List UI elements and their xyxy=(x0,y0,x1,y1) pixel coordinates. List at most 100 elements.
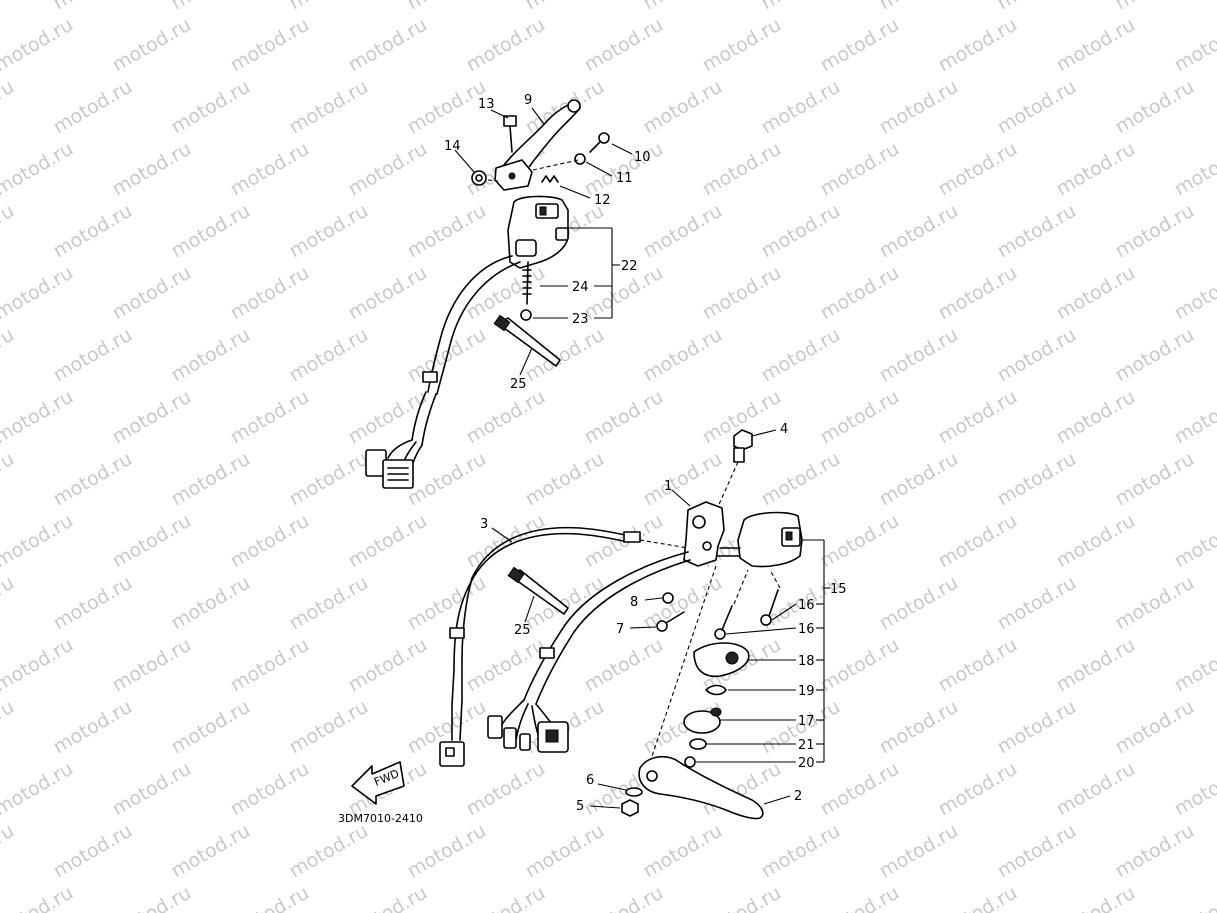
watermark-text: motod.ru xyxy=(50,820,136,883)
watermark-text: motod.ru xyxy=(699,262,785,325)
cable-band xyxy=(422,371,438,383)
watermark-text: motod.ru xyxy=(286,76,372,139)
watermark-text: motod.ru xyxy=(286,572,372,635)
screw-16a-shank xyxy=(768,589,779,617)
callout-15: 15 xyxy=(830,582,847,597)
watermark-text: motod.ru xyxy=(640,200,726,263)
right-harness-wires xyxy=(499,699,559,741)
callout-19: 19 xyxy=(798,684,815,699)
leader-25-top xyxy=(519,347,533,376)
watermark-text: motod.ru xyxy=(0,820,18,883)
leader-7 xyxy=(629,626,657,629)
watermark-text: motod.ru xyxy=(994,200,1080,263)
watermark-text: motod.ru xyxy=(50,0,136,14)
watermark-text: motod.ru xyxy=(817,758,903,821)
brake-cable-down-a xyxy=(459,577,473,741)
leader-16a xyxy=(771,603,797,621)
leader-8 xyxy=(644,597,663,601)
right-connector-b xyxy=(503,727,517,749)
watermark-text: motod.ru xyxy=(1171,138,1217,201)
watermark-text: motod.ru xyxy=(1112,200,1198,263)
callout-7: 7 xyxy=(616,622,624,637)
screw-24 xyxy=(526,261,529,305)
watermark-text: motod.ru xyxy=(168,0,254,14)
leader-13 xyxy=(490,109,509,119)
callout-16a: 16 xyxy=(798,598,815,613)
watermark-text: motod.ru xyxy=(522,324,608,387)
leader-4 xyxy=(751,429,777,437)
watermark-text: motod.ru xyxy=(876,200,962,263)
watermark-text: motod.ru xyxy=(286,0,372,14)
callout-16b: 16 xyxy=(798,622,815,637)
watermark-text: motod.ru xyxy=(0,0,18,14)
watermark-text: motod.ru xyxy=(168,448,254,511)
watermark-text: motod.ru xyxy=(640,324,726,387)
watermark-text: motod.ru xyxy=(286,200,372,263)
washer-6 xyxy=(625,787,643,797)
watermark-text: motod.ru xyxy=(345,386,431,449)
watermark-text: motod.ru xyxy=(286,820,372,883)
watermark-text: motod.ru xyxy=(935,882,1021,913)
diagram-code: 3DM7010-2410 xyxy=(338,812,423,825)
watermark-text: motod.ru xyxy=(0,386,77,449)
spring-12 xyxy=(541,175,559,183)
watermark-text: motod.ru xyxy=(758,76,844,139)
left-switch-assembly xyxy=(365,99,633,489)
watermark-text: motod.ru xyxy=(463,14,549,77)
screw-16a-head xyxy=(760,614,772,626)
watermark-text: motod.ru xyxy=(1053,262,1139,325)
washer-8 xyxy=(662,592,674,604)
watermark-text: motod.ru xyxy=(1171,882,1217,913)
watermark-text: motod.ru xyxy=(109,386,195,449)
right-connector-d-detail xyxy=(545,729,559,743)
watermark-text: motod.ru xyxy=(1171,758,1217,821)
watermark-text: motod.ru xyxy=(876,0,962,14)
watermark-text: motod.ru xyxy=(758,448,844,511)
right-harness-a xyxy=(523,551,689,701)
watermark-text: motod.ru xyxy=(286,324,372,387)
watermark-text: motod.ru xyxy=(994,448,1080,511)
watermark-text: motod.ru xyxy=(994,572,1080,635)
callout-11: 11 xyxy=(616,171,633,186)
watermark-text: motod.ru xyxy=(109,634,195,697)
callout-4: 4 xyxy=(780,422,788,437)
watermark-text: motod.ru xyxy=(581,882,667,913)
leader-6 xyxy=(597,783,627,791)
watermark-text: motod.ru xyxy=(286,696,372,759)
screw-20 xyxy=(684,756,696,768)
assembly-line-a xyxy=(532,159,579,171)
watermark-text: motod.ru xyxy=(817,138,903,201)
watermark-text: motod.ru xyxy=(994,324,1080,387)
watermark-text: motod.ru xyxy=(935,138,1021,201)
watermark-text: motod.ru xyxy=(168,820,254,883)
callout-1: 1 xyxy=(664,479,672,494)
watermark-text: motod.ru xyxy=(935,634,1021,697)
watermark-text: motod.ru xyxy=(227,138,313,201)
watermark-text: motod.ru xyxy=(345,510,431,573)
cable-tie-top xyxy=(499,317,561,367)
watermark-text: motod.ru xyxy=(227,634,313,697)
watermark-text: motod.ru xyxy=(168,572,254,635)
leader-16b xyxy=(725,627,797,635)
watermark-text: motod.ru xyxy=(994,820,1080,883)
callout-21: 21 xyxy=(798,738,815,753)
callout-5: 5 xyxy=(576,799,584,814)
watermark-text: motod.ru xyxy=(758,0,844,14)
callout-8: 8 xyxy=(630,595,638,610)
callout-22: 22 xyxy=(621,259,638,274)
watermark-text: motod.ru xyxy=(817,386,903,449)
watermark-text: motod.ru xyxy=(1053,510,1139,573)
watermark-text: motod.ru xyxy=(227,882,313,913)
watermark-text: motod.ru xyxy=(817,882,903,913)
watermark-text: motod.ru xyxy=(168,76,254,139)
brake-connector-pin xyxy=(445,747,455,757)
watermark-text: motod.ru xyxy=(0,14,77,77)
watermark-text: motod.ru xyxy=(522,0,608,14)
screw-23 xyxy=(520,309,532,321)
screw-10-shank xyxy=(589,141,601,153)
watermark-text: motod.ru xyxy=(1053,634,1139,697)
watermark-text: motod.ru xyxy=(1112,448,1198,511)
knob-17-tip xyxy=(710,707,722,717)
brake-lever-2 xyxy=(638,755,764,820)
screw-7-shank xyxy=(665,611,685,624)
